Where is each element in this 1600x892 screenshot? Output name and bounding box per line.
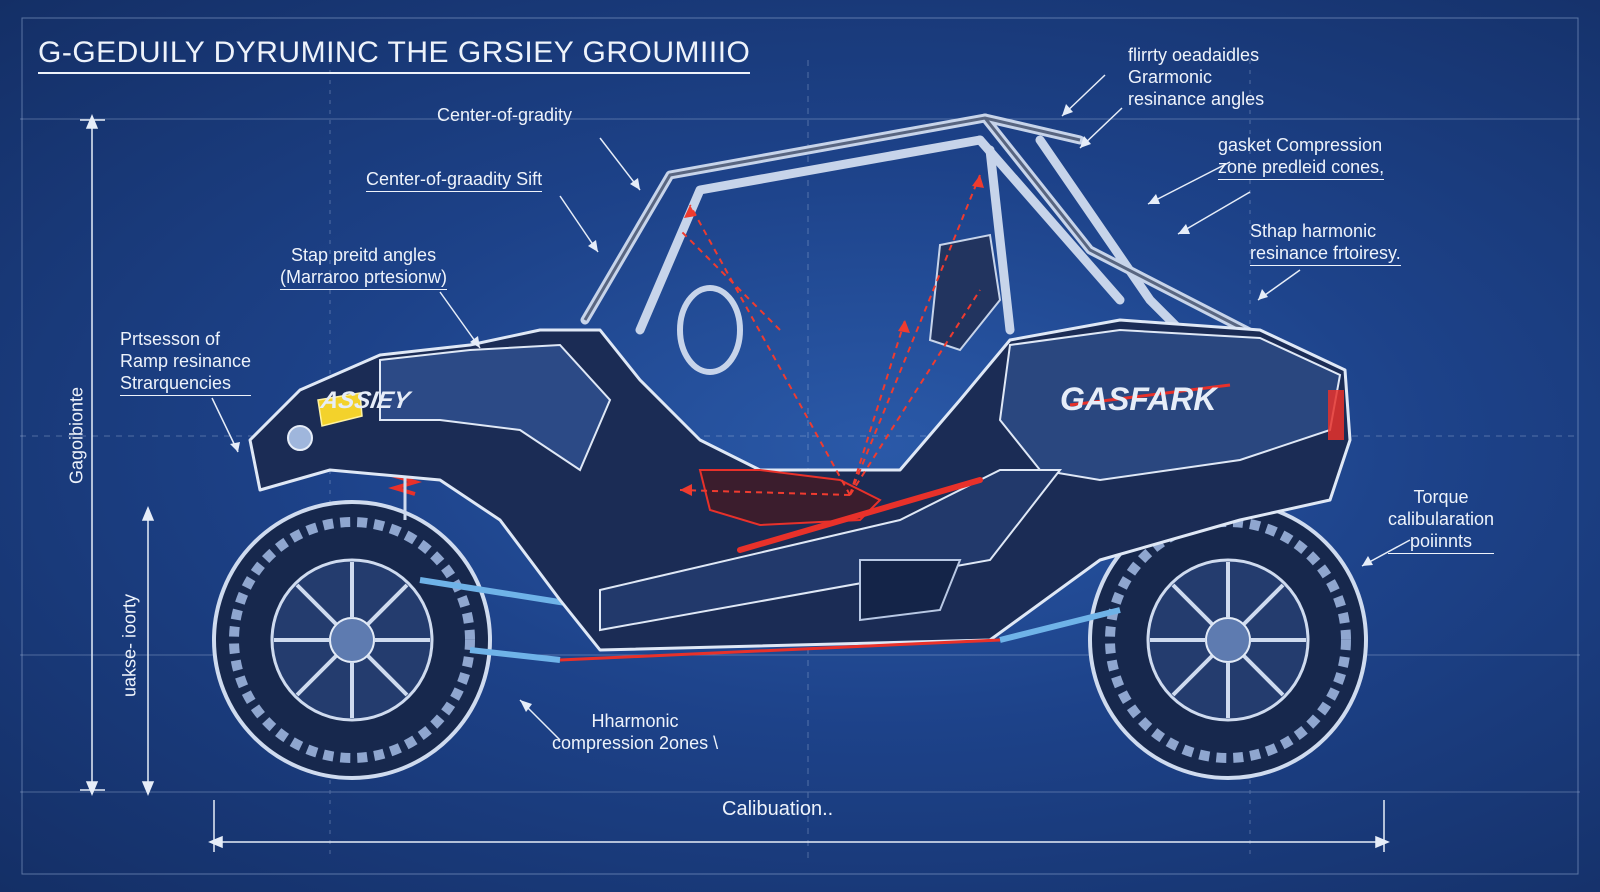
side-decal: GASFARK xyxy=(1060,381,1219,417)
dimension-label-calibuation: Calibuation.. xyxy=(722,798,834,820)
callout-prisesson-line-3: Strarquencies xyxy=(120,372,252,396)
callout-firrty: flirrty oeadaidles Grarmonic resinance a… xyxy=(1128,44,1264,110)
dimension-lines xyxy=(80,114,1390,852)
dimension-label-clearance: uakse- ioorty xyxy=(119,593,140,698)
vehicle-body xyxy=(248,233,1352,662)
steering-wheel xyxy=(677,285,743,375)
callout-torque-line-2: calibularation xyxy=(1388,509,1495,529)
callout-sthap-line-1: Sthap harmonic xyxy=(1250,221,1377,241)
callout-cg-top: Center-of-gradity xyxy=(437,105,573,125)
front-wheel xyxy=(212,500,492,780)
callout-stap-line-1: Stap preitd angles xyxy=(290,245,437,265)
callout-torque: Torque calibularation poiinnts xyxy=(1388,486,1495,554)
callout-gasket: gasket Compression zone predleid cones, xyxy=(1218,134,1385,180)
callout-hharmonic-line-2: compression 2ones \ xyxy=(552,733,719,753)
callout-stap: Stap preitd angles (Marraroo prtesionw) xyxy=(280,244,448,290)
force-vectors xyxy=(679,174,981,496)
callout-prisesson: Prtsesson of Ramp resinance Strarquencie… xyxy=(120,328,252,396)
callout-torque-line-3: poiinnts xyxy=(1388,530,1495,554)
callout-prisesson-line-1: Prtsesson of xyxy=(120,329,221,349)
rear-wheel xyxy=(1088,500,1368,780)
callout-gasket-line-1: gasket Compression xyxy=(1218,135,1383,155)
callout-firrty-line-3: resinance angles xyxy=(1128,89,1265,109)
callout-sthap: Sthap harmonic resinance frtoiresy. xyxy=(1250,220,1401,266)
callout-cg-shift: Center-of-graadity Sift xyxy=(366,168,543,192)
callout-hharmonic: Hharmonic compression 2ones \ xyxy=(552,710,718,754)
dimension-label-height: Gagoibionte xyxy=(66,386,87,485)
callout-torque-line-1: Torque xyxy=(1413,487,1469,507)
seat-back xyxy=(928,233,1002,352)
callout-stap-line-2: (Marraroo prtesionw) xyxy=(280,266,448,290)
headlight xyxy=(317,392,363,427)
callout-sthap-line-2: resinance frtoiresy. xyxy=(1250,242,1401,266)
callout-hharmonic-line-1: Hharmonic xyxy=(591,711,679,731)
callout-prisesson-line-2: Ramp resinance xyxy=(120,351,252,371)
callout-firrty-line-2: Grarmonic xyxy=(1128,67,1213,87)
callout-gasket-line-2: zone predleid cones, xyxy=(1218,156,1385,180)
hood-decal: ASSIEY xyxy=(318,387,414,414)
callout-firrty-line-1: flirrty oeadaidles xyxy=(1128,45,1260,65)
diagram-title: G-GEDUILY DYRUMINC THE GRSIEY GROUMIIIO xyxy=(38,36,751,74)
frame-border xyxy=(21,17,1579,875)
